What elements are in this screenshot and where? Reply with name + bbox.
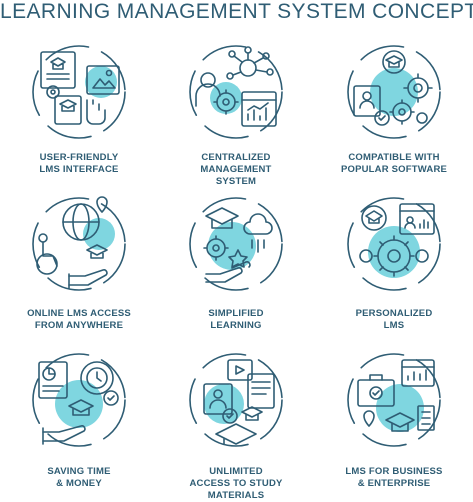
compatible-software-icon	[344, 42, 444, 142]
concept-label-line: PERSONALIZED	[355, 308, 433, 319]
personalized-lms-icon	[344, 194, 444, 294]
concept-label-line: LMS FOR BUSINESS	[345, 466, 443, 477]
concept-label-line: ACCESS TO STUDY	[189, 478, 283, 489]
online-access-icon	[29, 194, 129, 294]
business-enterprise-icon	[344, 350, 444, 450]
concept-label-line: ONLINE LMS ACCESS	[27, 308, 131, 319]
study-materials-icon	[186, 350, 286, 450]
concept-label-line: UNLIMITED	[209, 466, 263, 477]
concept-label-line: USER-FRIENDLY	[39, 152, 119, 163]
concept-label-line: SYSTEM	[215, 176, 257, 187]
page-title: LEARNING MANAGEMENT SYSTEM CONCEPTS	[0, 0, 473, 23]
concept-label-line: & ENTERPRISE	[357, 478, 431, 489]
concept-label-line: CENTRALIZED	[201, 152, 271, 163]
centralized-system-icon	[186, 42, 286, 142]
simplified-learning-icon	[186, 194, 286, 294]
concept-label-line: LEARNING	[210, 320, 262, 331]
concept-label-line: LMS	[383, 320, 405, 331]
concept-label-line: & MONEY	[56, 478, 102, 489]
concept-label-line: COMPATIBLE WITH	[348, 152, 440, 163]
concept-label-line: SAVING TIME	[47, 466, 111, 477]
concept-label-line: LMS INTERFACE	[39, 164, 119, 175]
concept-label-line: POPULAR SOFTWARE	[340, 164, 448, 175]
concept-label-line: SIMPLIFIED	[208, 308, 264, 319]
concept-label-line: MATERIALS	[207, 490, 265, 501]
concept-label-line: FROM ANYWHERE	[34, 320, 124, 331]
user-friendly-interface-icon	[29, 42, 129, 142]
concept-label-line: MANAGEMENT	[200, 164, 272, 175]
saving-time-money-icon	[29, 350, 129, 450]
